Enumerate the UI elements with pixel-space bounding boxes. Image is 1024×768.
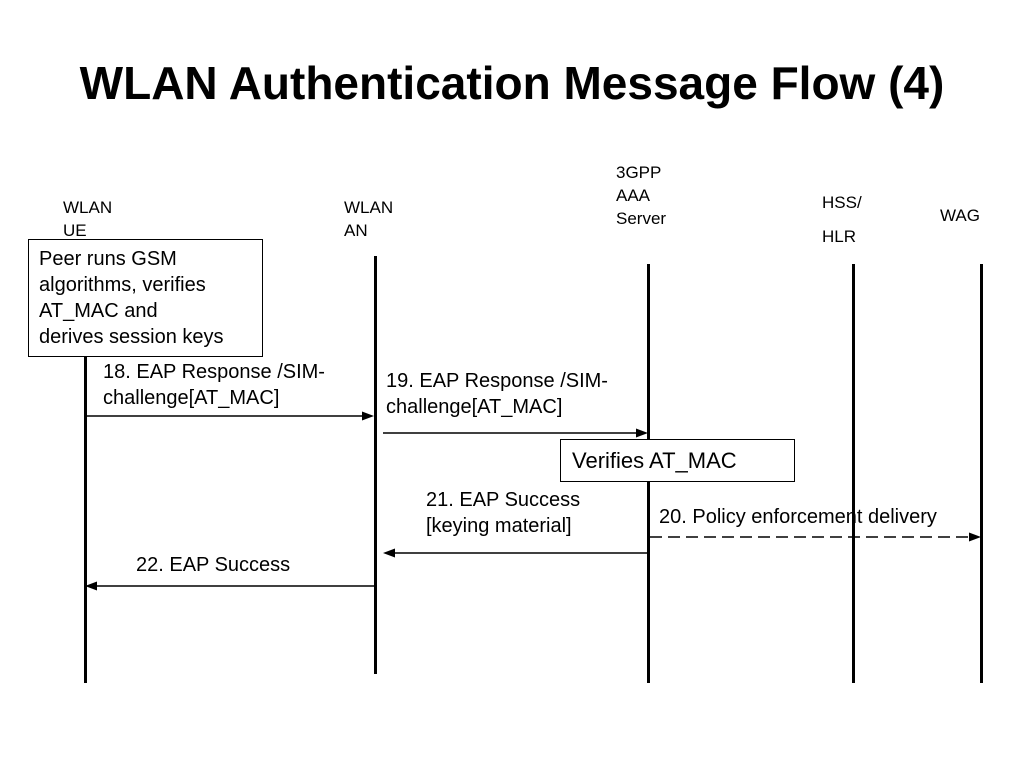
entity-3gpp-aaa-server: 3GPP AAA Server	[616, 161, 666, 230]
entity-label: HSS/	[822, 193, 862, 212]
message-line: challenge[AT_MAC]	[386, 396, 563, 418]
message-20-label: 20. Policy enforcement delivery	[659, 504, 937, 530]
entity-label: 3GPP	[616, 163, 662, 182]
arrow-18	[86, 411, 374, 421]
entity-wlan-ue: WLAN UE	[63, 196, 112, 242]
entity-label: AAA	[616, 186, 651, 205]
entity-label: WLAN	[63, 198, 113, 217]
message-line: challenge[AT_MAC]	[103, 387, 280, 409]
entity-hss-hlr: HSS/ HLR	[822, 186, 862, 254]
message-line: 22. EAP Success	[136, 554, 291, 576]
message-line: [keying material]	[426, 515, 572, 537]
message-line: 21. EAP Success	[426, 489, 581, 511]
entity-label: UE	[63, 221, 87, 240]
lifeline-ue	[84, 355, 87, 683]
page-title: WLAN Authentication Message Flow (4)	[79, 57, 945, 109]
message-line: 18. EAP Response /SIM-	[103, 361, 325, 383]
note-line: AT_MAC and	[39, 300, 158, 322]
entity-wlan-an: WLAN AN	[344, 196, 393, 242]
lifeline-wag	[980, 264, 983, 683]
entity-label: HLR	[822, 227, 857, 246]
note-peer-runs-gsm: Peer runs GSM algorithms, verifies AT_MA…	[28, 239, 263, 357]
message-18-label: 18. EAP Response /SIM- challenge[AT_MAC]	[103, 359, 325, 411]
arrow-19	[383, 428, 648, 438]
message-22-label: 22. EAP Success	[136, 552, 290, 578]
message-19-label: 19. EAP Response /SIM- challenge[AT_MAC]	[386, 368, 608, 420]
entity-label: AN	[344, 221, 368, 240]
note-verifies-at-mac: Verifies AT_MAC	[560, 439, 795, 482]
entity-label: WLAN	[344, 198, 394, 217]
lifeline-an	[374, 256, 377, 674]
lifeline-hss	[852, 264, 855, 683]
arrow-22	[85, 581, 374, 591]
note-line: Peer runs GSM	[39, 248, 177, 270]
arrow-21	[383, 548, 647, 558]
entity-label: WAG	[940, 206, 980, 225]
message-line: 19. EAP Response /SIM-	[386, 370, 608, 392]
note-line: Verifies AT_MAC	[572, 448, 737, 473]
note-line: derives session keys	[39, 326, 224, 348]
arrow-20-dashed	[650, 532, 981, 542]
entity-label: Server	[616, 209, 667, 228]
note-line: algorithms, verifies	[39, 274, 206, 296]
message-line: 20. Policy enforcement delivery	[659, 506, 937, 528]
message-21-label: 21. EAP Success [keying material]	[426, 487, 580, 539]
entity-wag: WAG	[940, 204, 980, 227]
